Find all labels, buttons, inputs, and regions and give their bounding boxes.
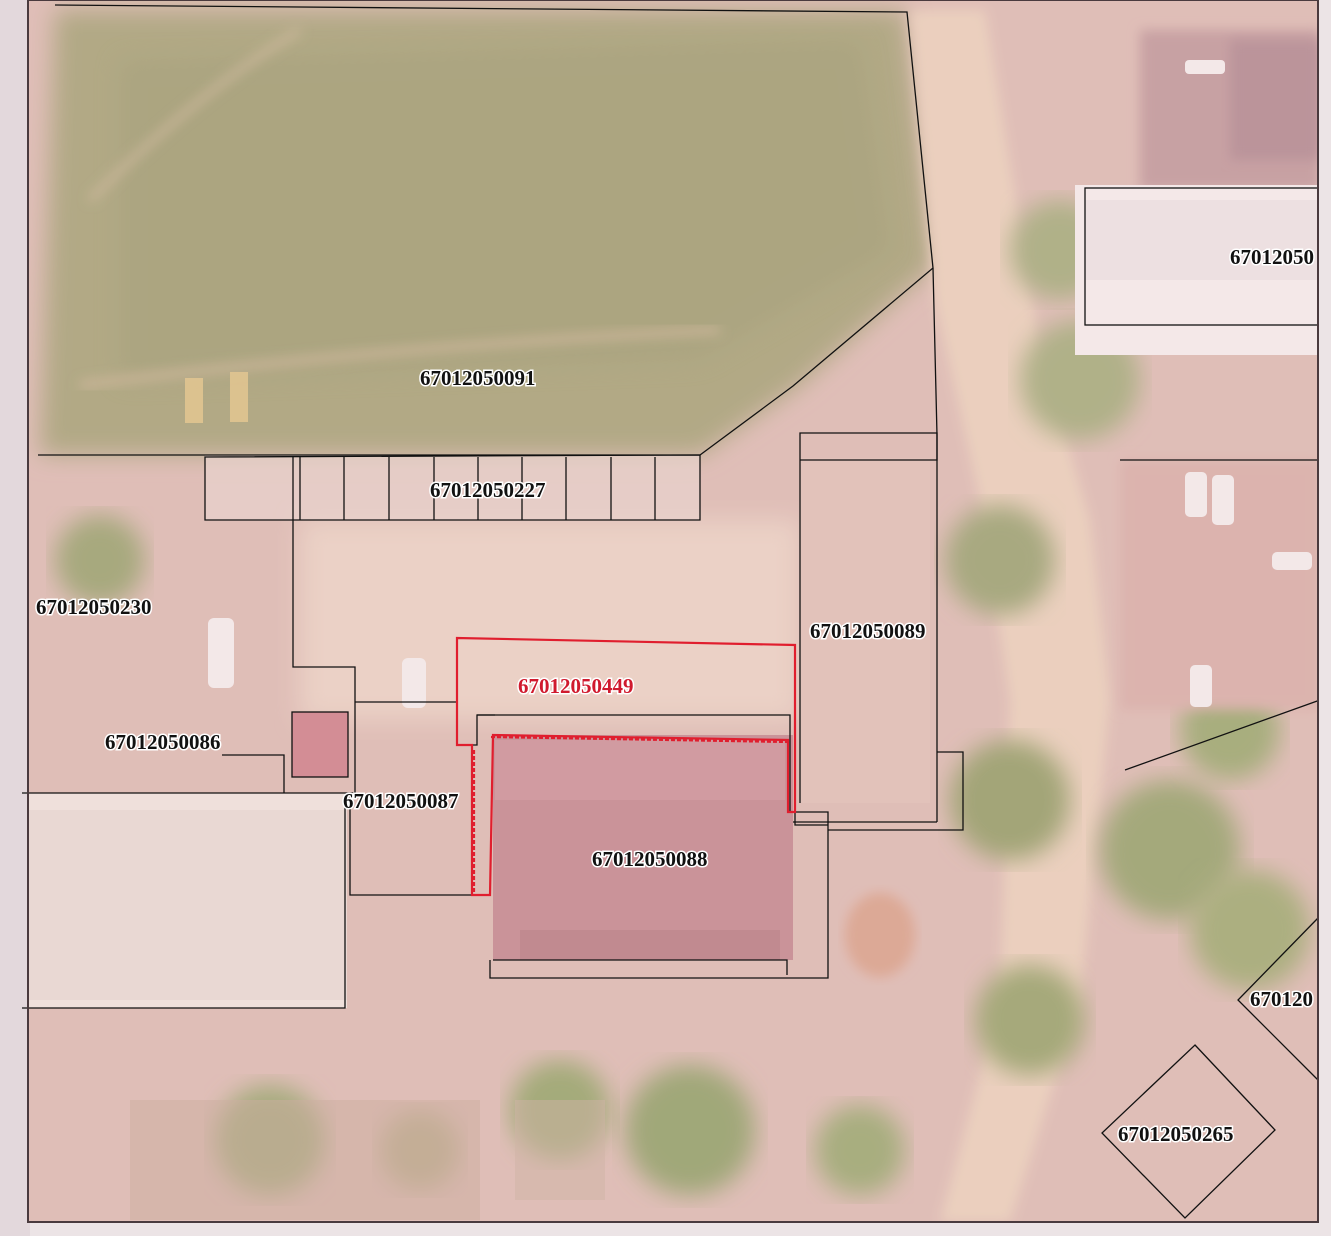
parcel-label-0086: 67012050086 [105,730,221,754]
parcel-label-0227: 67012050227 [430,478,546,502]
parcel-label-0230: 67012050230 [36,595,152,619]
parcel-label-0087: 67012050087 [343,789,459,813]
parcel-labels: 67012050091 67012050227 67012050230 6701… [35,244,1316,1148]
boundary-parcel-0086 [222,754,285,793]
map-frame [27,0,1319,1223]
boundary-parcel-0088-outer [477,714,829,979]
parcel-label-0449: 67012050449 [518,674,634,698]
boundary-left-building [22,795,346,1009]
parcel-label-0089: 67012050089 [810,619,926,643]
boundary-parcel-0088-inner [493,812,828,975]
boundary-parcel-0089 [793,432,964,831]
parcel-label-top-right: 67012050 [1230,245,1314,269]
aerial-photo [28,0,1318,1222]
boundary-parcel-0230 [22,520,356,794]
parcel-boundaries [22,4,1326,1219]
paper-left-edge [0,0,30,1236]
parcel-label-0088: 67012050088 [592,847,708,871]
boundary-parcel-0227 [204,454,701,521]
boundary-diamond-right [1237,917,1319,1081]
parcel-label-0265: 67012050265 [1118,1122,1234,1146]
parcel-label-right: 670120 [1250,987,1313,1011]
highlighted-parcel-0449 [455,636,797,897]
parcel-label-0091: 67012050091 [420,366,536,390]
boundary-right-road-edges [1120,459,1321,771]
boundary-red-roof [291,711,349,778]
boundary-parcel-0265 [1101,1044,1276,1219]
right-margin [1319,0,1331,1236]
boundary-garage-divisions [292,457,656,520]
